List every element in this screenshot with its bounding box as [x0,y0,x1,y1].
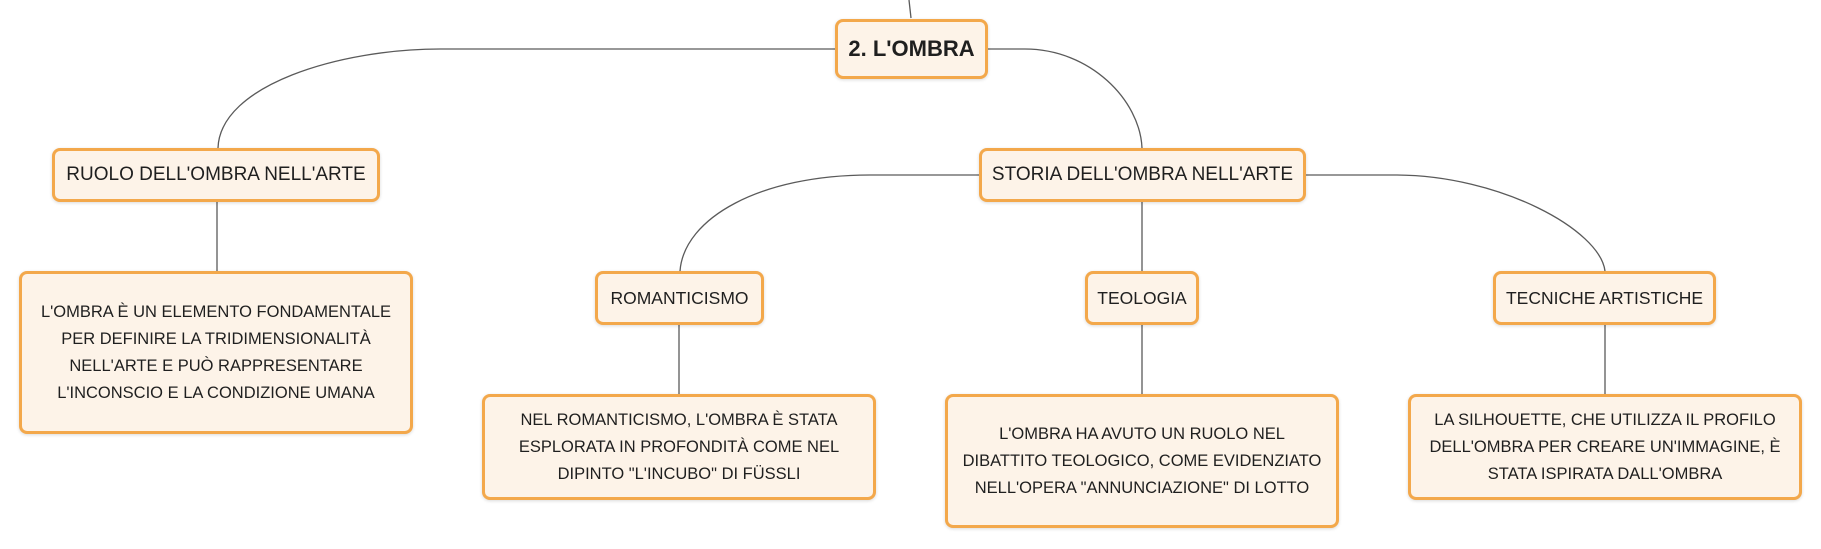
desc-line: L'OMBRA HA AVUTO UN RUOLO NEL [999,424,1285,443]
connector-history-to-techniques [1305,174,1606,272]
topic-node-history[interactable]: STORIA DELL'OMBRA NELL'ARTE [979,148,1306,202]
subtopic-node-theology[interactable]: TEOLOGIA [1085,271,1199,325]
subtopic-label: TEOLOGIA [1097,287,1187,308]
connector-parent [908,0,912,19]
subtopic-node-techniques[interactable]: TECNICHE ARTISTICHE [1493,271,1716,325]
root-node[interactable]: 2. L'OMBRA [835,19,988,79]
connector-root-to-history [988,48,1143,149]
desc-text: NEL ROMANTICISMO, L'OMBRA È STATA ESPLOR… [519,407,839,488]
desc-line: DELL'OMBRA PER CREARE UN'IMMAGINE, È [1429,437,1781,456]
topic-label: STORIA DELL'OMBRA NELL'ARTE [991,164,1294,185]
topic-label: RUOLO DELL'OMBRA NELL'ARTE [66,164,366,185]
desc-line: L'INCONSCIO E LA CONDIZIONE UMANA [57,383,375,402]
desc-text: L'OMBRA HA AVUTO UN RUOLO NEL DIBATTITO … [963,421,1322,502]
desc-node-role[interactable]: L'OMBRA È UN ELEMENTO FONDAMENTALE PER D… [19,271,413,434]
desc-line: DIBATTITO TEOLOGICO, COME EVIDENZIATO [962,451,1322,470]
desc-line: ESPLORATA IN PROFONDITÀ COME NEL [518,437,840,456]
desc-text: L'OMBRA È UN ELEMENTO FONDAMENTALE PER D… [41,299,391,407]
desc-line: LA SILHOUETTE, CHE UTILIZZA IL PROFILO [1434,410,1776,429]
desc-node-theology[interactable]: L'OMBRA HA AVUTO UN RUOLO NEL DIBATTITO … [945,394,1339,528]
subtopic-label: ROMANTICISMO [610,287,749,308]
desc-node-techniques[interactable]: LA SILHOUETTE, CHE UTILIZZA IL PROFILO D… [1408,394,1802,500]
root-label: 2. L'OMBRA [848,36,975,61]
desc-line: NELL'OPERA "ANNUNCIAZIONE" DI LOTTO [974,478,1310,497]
connector-history-to-romanticism [679,174,980,272]
subtopic-node-romanticism[interactable]: ROMANTICISMO [595,271,764,325]
connector-root-to-role [217,48,835,149]
desc-line: PER DEFINIRE LA TRIDIMENSIONALITÀ [61,329,371,348]
desc-text: LA SILHOUETTE, CHE UTILIZZA IL PROFILO D… [1429,407,1780,488]
desc-line: NEL ROMANTICISMO, L'OMBRA È STATA [520,410,838,429]
topic-node-role[interactable]: RUOLO DELL'OMBRA NELL'ARTE [52,148,380,202]
desc-line: NELL'ARTE E PUÒ RAPPRESENTARE [69,356,363,375]
desc-line: L'OMBRA È UN ELEMENTO FONDAMENTALE [40,302,392,321]
desc-line: STATA ISPIRATA DALL'OMBRA [1487,464,1723,483]
subtopic-label: TECNICHE ARTISTICHE [1505,287,1704,308]
desc-node-romanticism[interactable]: NEL ROMANTICISMO, L'OMBRA È STATA ESPLOR… [482,394,876,500]
desc-line: DIPINTO "L'INCUBO" DI FÜSSLI [557,464,801,483]
